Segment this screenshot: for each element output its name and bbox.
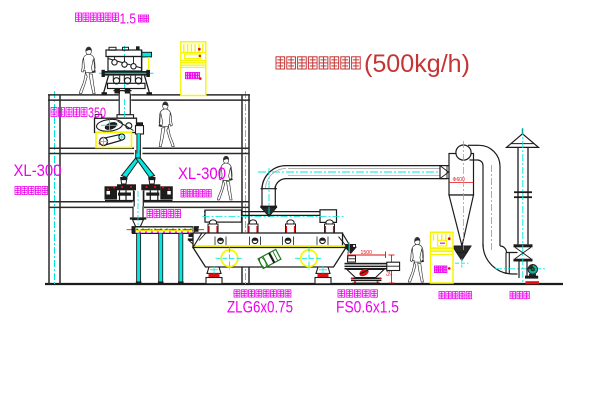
svg-text:XL-300: XL-300: [178, 165, 226, 183]
svg-text:350: 350: [88, 106, 106, 122]
svg-text:FS0.6x1.5: FS0.6x1.5: [336, 298, 399, 317]
svg-text:1.5: 1.5: [120, 11, 137, 28]
svg-text:(500kg/h): (500kg/h): [364, 50, 470, 78]
svg-text:XL-300: XL-300: [14, 162, 62, 180]
svg-text:ZLG6x0.75: ZLG6x0.75: [227, 298, 293, 317]
svg-text:1500: 1500: [361, 250, 373, 256]
svg-text:540: 540: [387, 267, 393, 276]
svg-text:Φ600: Φ600: [453, 177, 466, 183]
